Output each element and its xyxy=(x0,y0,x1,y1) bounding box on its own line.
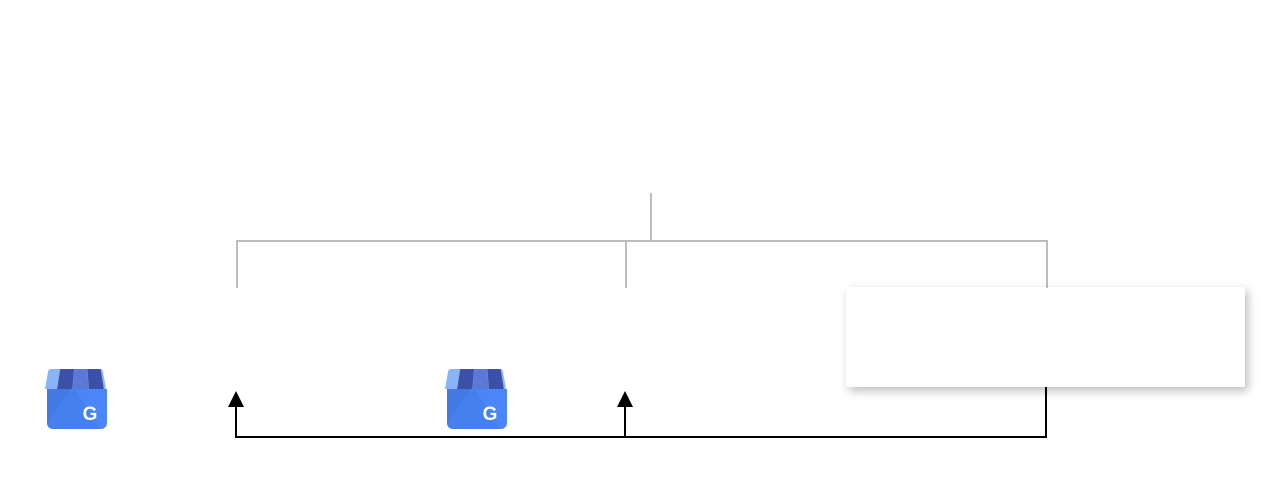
arrowhead-icon-sub-account-1 xyxy=(228,391,244,407)
node-top-level-mca[interactable]: Top Level Multi Client Account (MCA) xyxy=(522,110,781,175)
feedback-arrow-horizontal xyxy=(235,436,1047,438)
connector-root-stem xyxy=(650,193,652,242)
node-merchant-sub-account-2[interactable]: Merchant MC Sub-Account 2 xyxy=(559,311,699,362)
connector-drop-sub-account-1 xyxy=(236,240,238,288)
feedback-arrow-stem-sub-account-1 xyxy=(235,400,237,437)
connector-horizontal-bar xyxy=(236,240,1048,242)
node-lfp-mc-account[interactable]: LFP MC Account (enabled by Google) xyxy=(846,287,1245,387)
svg-text:G: G xyxy=(83,404,98,425)
feedback-arrow-source-lfp xyxy=(1045,387,1047,437)
arrowhead-icon-sub-account-2 xyxy=(617,391,633,407)
google-my-business-icon: G xyxy=(41,365,113,431)
svg-text:G: G xyxy=(483,404,498,425)
node-merchant-sub-account-1[interactable]: Merchant MC Sub-Account 1 xyxy=(166,311,307,362)
feedback-arrow-stem-sub-account-2 xyxy=(624,400,626,437)
connector-drop-lfp-account xyxy=(1046,240,1048,288)
connector-drop-sub-account-2 xyxy=(625,240,627,288)
google-my-business-icon: G xyxy=(441,365,513,431)
